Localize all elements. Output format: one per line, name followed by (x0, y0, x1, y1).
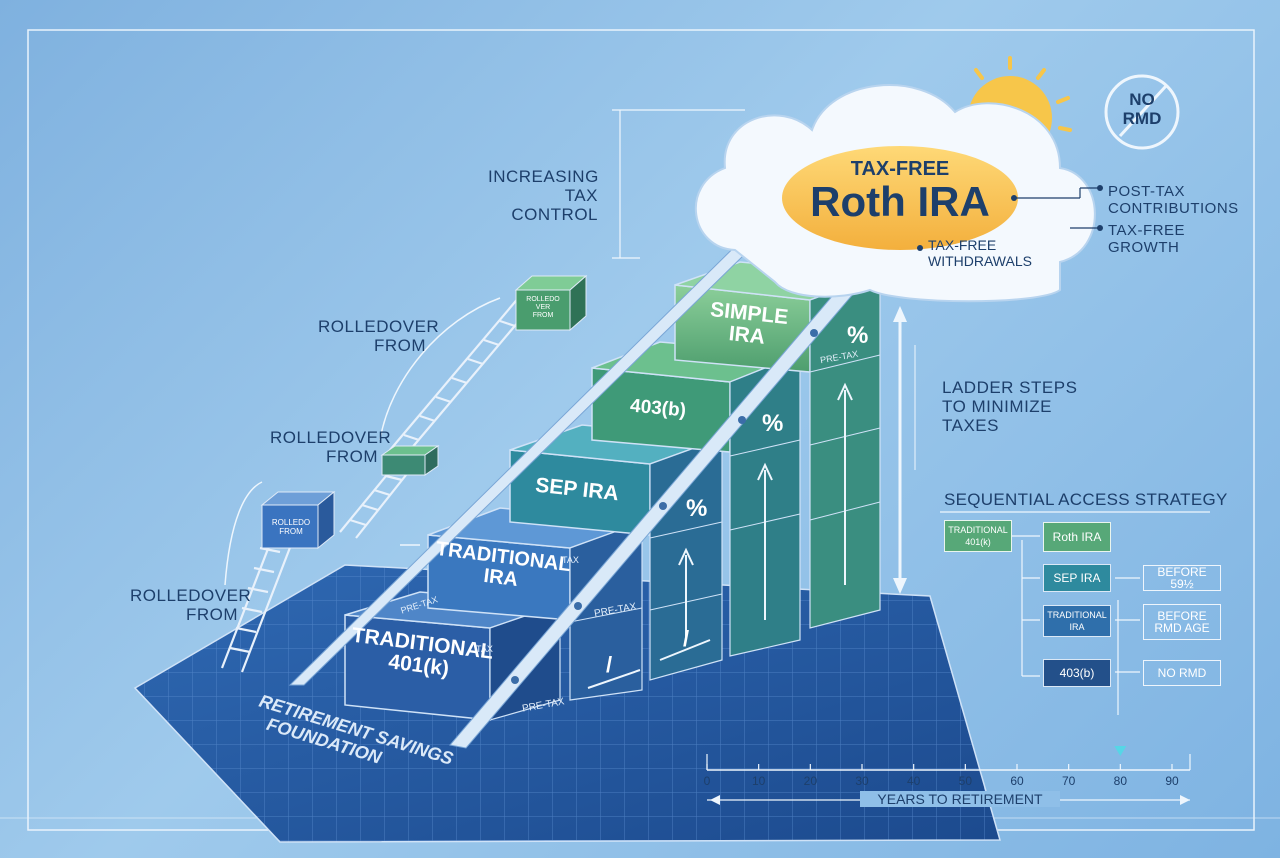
growth-line-2: GROWTH (1108, 239, 1180, 256)
growth-line-1: TAX-FREE (1108, 222, 1186, 239)
mini-cube-label-green: ROLLEDO VER FROM (516, 293, 570, 323)
axis-tick-label: 30 (855, 774, 869, 788)
axis-label: YEARS TO RETIREMENT (860, 791, 1060, 807)
axis-tick-label: 20 (803, 774, 817, 788)
mark-percent-1: % (847, 322, 869, 349)
cloud-withdrawals-note: TAX-FREE WITHDRAWALS (928, 237, 1032, 269)
ladder-steps-line-3: TAXES (942, 416, 999, 435)
rolledover-middle-line-1: ROLLEDOVER (270, 428, 392, 447)
badge-line-2: RMD (1122, 109, 1162, 128)
mini-cube-green-line-1: ROLLEDO (526, 296, 560, 303)
mini-cube-green-line-3: FROM (532, 312, 554, 319)
post-tax-line-1: POST-TAX (1108, 183, 1186, 200)
timeline-axis (706, 746, 1191, 805)
strategy-row-2-left: SEP IRA (1043, 564, 1111, 592)
strategy-row-1-left: Roth IRA (1043, 522, 1111, 552)
strategy-row-3-right: BEFORE RMD AGE (1143, 604, 1221, 640)
tax-control-bracket (612, 109, 745, 259)
rolledover-middle-line-2: FROM (325, 447, 378, 466)
post-tax-line-2: CONTRIBUTIONS (1108, 200, 1239, 217)
badge-line-1: NO (1129, 90, 1155, 109)
mini-cube-blue-line-2: FROM (279, 527, 303, 536)
axis-tick-label: 50 (958, 774, 972, 788)
cloud-small-title: TAX-FREE (850, 158, 950, 180)
rolledover-label-top: ROLLEDOVER FROM (318, 317, 440, 355)
mini-cube-green-line-2: VER (535, 304, 551, 311)
post-tax-note: POST-TAX CONTRIBUTIONS (1108, 183, 1239, 217)
ladder-steps-label: LADDER STEPS TO MINIMIZE TAXES (942, 378, 1077, 435)
mark-slash-1: / (606, 652, 613, 677)
cloud-main-title: Roth IRA (810, 178, 990, 225)
mark-slash-2: / (683, 626, 690, 651)
axis-marker-icon (1114, 746, 1127, 756)
axis-tick-label: 40 (906, 774, 921, 788)
no-rmd-badge (1104, 74, 1180, 150)
mini-cube-label-blue: ROLLEDO FROM (264, 512, 318, 542)
rolledover-top-line-1: ROLLEDOVER (318, 317, 440, 336)
strategy-row-4-right: NO RMD (1143, 660, 1221, 686)
mark-percent-2: % (762, 410, 784, 437)
strategy-connectors (940, 511, 1210, 715)
rolledover-bottom-line-2: FROM (185, 605, 238, 624)
mark-tax-1: TAX (476, 644, 493, 654)
strategy-row-4-left: 403(b) (1043, 659, 1111, 687)
axis-tick-label: 70 (1061, 774, 1076, 788)
cloud-shape (694, 84, 1096, 303)
strategy-row-3-left: TRADITIONAL IRA (1043, 605, 1111, 637)
rolledover-bottom-line-1: ROLLEDOVER (130, 586, 252, 605)
ladder-steps-line-1: LADDER STEPS (942, 378, 1078, 397)
small-ladders (220, 295, 536, 673)
tax-control-line-1: INCREASING (488, 167, 599, 186)
ladder-steps-arrow (893, 306, 916, 594)
strategy-row-2-right: BEFORE 59½ (1143, 565, 1221, 591)
mini-cubes (260, 274, 588, 550)
strategy-source-box: TRADITIONAL 401(k) (944, 520, 1012, 552)
growth-note: TAX-FREE GROWTH (1108, 222, 1185, 256)
axis-tick-label: 0 (703, 774, 711, 788)
axis-tick-label: 10 (751, 774, 766, 788)
ladder-steps-line-2: TO MINIMIZE (942, 397, 1053, 416)
axis-tick-label: 80 (1113, 774, 1127, 788)
tax-control-line-2: TAX CONTROL (511, 186, 598, 224)
axis-tick-label: 60 (1010, 774, 1024, 788)
mini-cube-blue-line-1: ROLLEDO (271, 518, 311, 527)
no-rmd-badge-text: NO RMD (1110, 90, 1174, 128)
mark-tax-2: TAX (562, 555, 579, 565)
axis-tick-label: 90 (1165, 774, 1179, 788)
strategy-title: SEQUENTIAL ACCESS STRATEGY (944, 490, 1228, 509)
mark-percent-3: % (686, 495, 708, 522)
rolledover-top-line-2: FROM (373, 336, 426, 355)
rolledover-label-bottom: ROLLEDOVER FROM (130, 586, 252, 624)
increasing-tax-control-label: INCREASING TAX CONTROL (488, 167, 598, 224)
rolledover-label-middle: ROLLEDOVER FROM (270, 428, 392, 466)
